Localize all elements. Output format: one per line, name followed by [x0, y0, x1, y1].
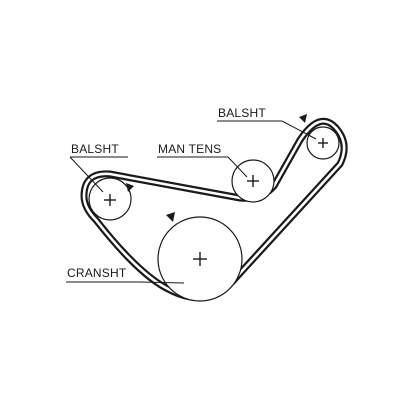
label-balshaft-right: BALSHT — [217, 106, 317, 140]
balshaft-right-label: BALSHT — [218, 106, 266, 120]
balshaft-left-label: BALSHT — [71, 142, 119, 156]
manual-tensioner-pulley — [231, 159, 275, 203]
crankshaft-pulley — [157, 212, 243, 302]
rotation-arrow-icon — [126, 183, 134, 192]
rotation-arrow-icon — [299, 114, 307, 123]
balshaft-right-pulley — [299, 114, 340, 160]
rotation-arrow-icon — [166, 212, 175, 222]
label-man-tens: MAN TENS — [157, 142, 248, 178]
man-tens-label: MAN TENS — [158, 142, 221, 156]
crankshaft-label: CRANSHT — [67, 266, 127, 280]
label-crankshaft: CRANSHT — [66, 266, 185, 284]
label-balshaft-left: BALSHT — [69, 142, 128, 193]
